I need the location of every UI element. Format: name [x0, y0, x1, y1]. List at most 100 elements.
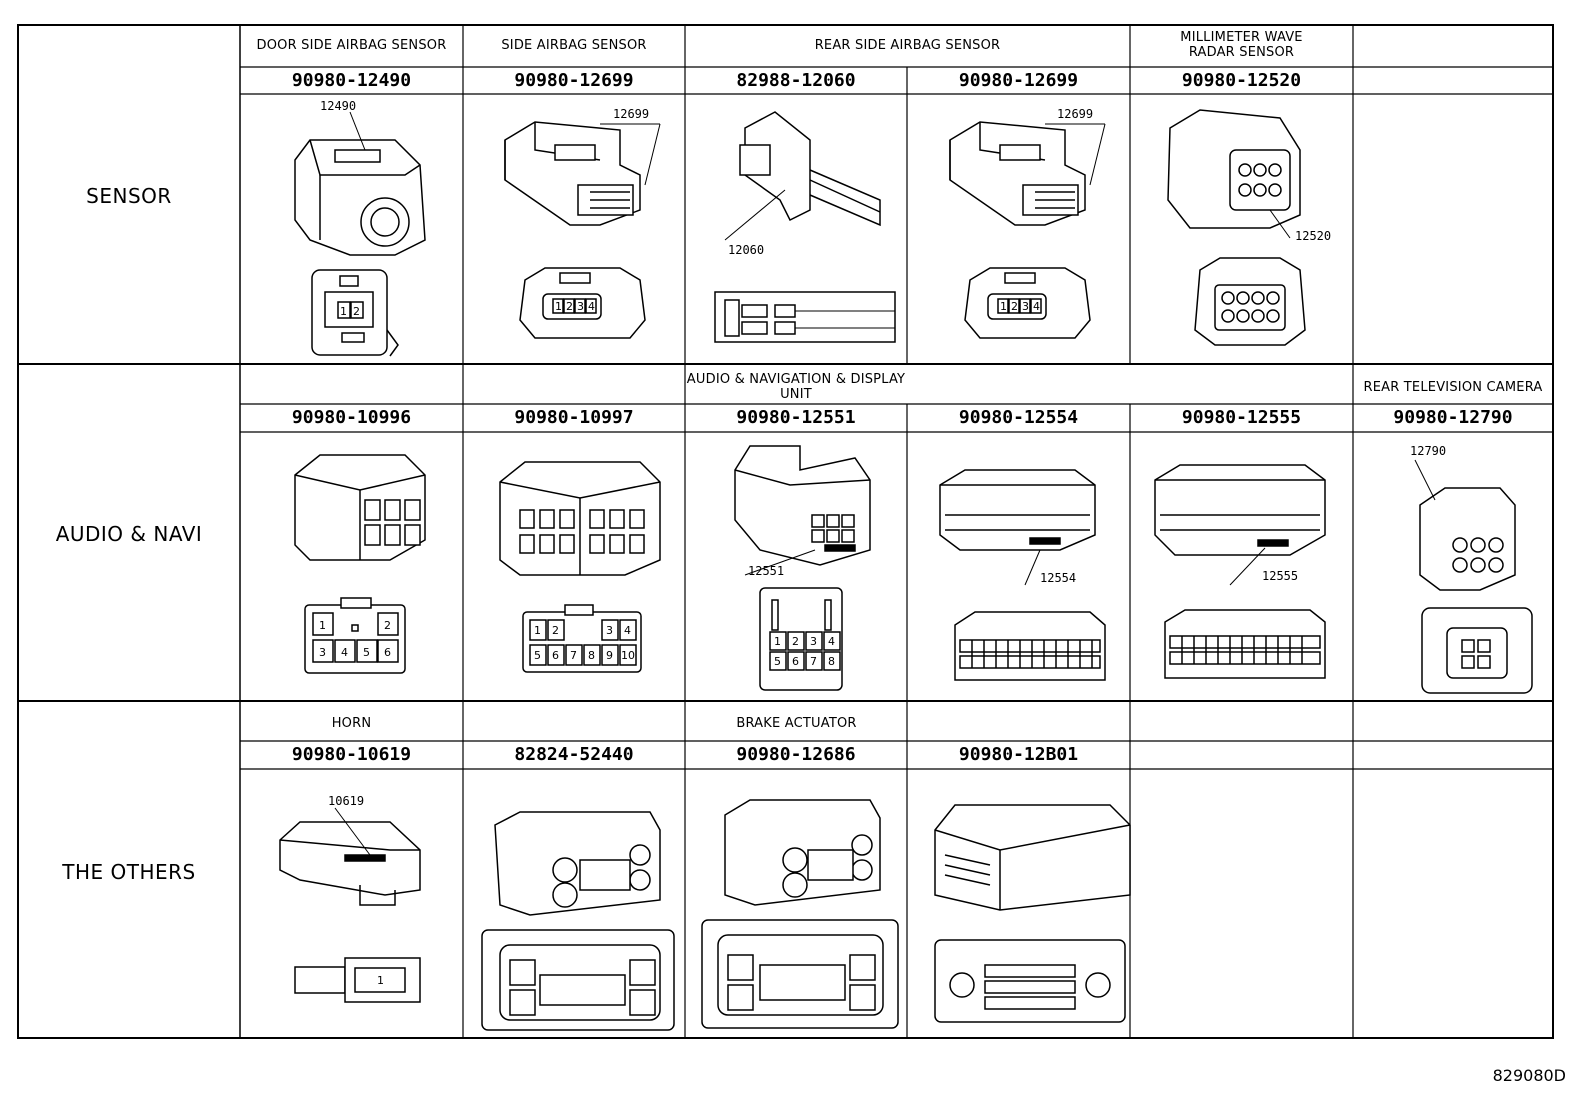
pin-12699a-3: 3 — [577, 300, 584, 313]
header-audio-navigation-display: AUDIO & NAVIGATION & DISPLAY UNIT — [686, 372, 906, 402]
connector-12B01-view — [934, 804, 1131, 911]
connector-12551-view — [734, 445, 871, 576]
connector-12699-view-a — [504, 121, 661, 226]
part-number-r3c4: 90980-12B01 — [958, 744, 1079, 765]
callout-12555: 12555 — [1262, 569, 1298, 583]
callout-12490: 12490 — [320, 99, 356, 113]
connector-10996-view — [294, 454, 426, 561]
connector-12790-view — [1414, 459, 1516, 591]
pin-10997-9: 9 — [606, 649, 613, 662]
pin-10997-1: 1 — [534, 624, 541, 637]
pin-10996-6: 6 — [384, 646, 391, 659]
part-number-r2c6: 90980-12790 — [1393, 407, 1513, 428]
pin-10997-4: 4 — [624, 624, 631, 637]
figure-id: 829080D — [1492, 1066, 1566, 1085]
pin-10997-2: 2 — [552, 624, 559, 637]
part-number-r2c5: 90980-12555 — [1181, 407, 1302, 428]
part-number-r1c1: 90980-12490 — [291, 70, 412, 91]
pin-10619-1: 1 — [377, 974, 384, 987]
callout-12520: 12520 — [1295, 229, 1331, 243]
pin-numbers: 1 2 1 2 3 4 1 2 3 4 1 2 3 4 5 6 1 2 3 4 … — [319, 300, 1040, 987]
pin-10997-3: 3 — [606, 624, 613, 637]
part-number-r3c1: 90980-10619 — [291, 744, 412, 765]
pin-12699a-2: 2 — [566, 300, 573, 313]
part-number-r1c4: 90980-12699 — [958, 70, 1079, 91]
callout-12554: 12554 — [1040, 571, 1076, 585]
callout-12790: 12790 — [1410, 444, 1446, 458]
pin-12551-8: 8 — [828, 655, 835, 668]
header-rear-side-airbag: REAR SIDE AIRBAG SENSOR — [814, 38, 1001, 53]
pin-12699b-4: 4 — [1033, 300, 1040, 313]
connector-10619-view — [279, 807, 421, 906]
group-label-sensor: SENSOR — [86, 184, 172, 208]
connector-12490-view — [294, 111, 426, 256]
pin-12551-5: 5 — [774, 655, 781, 668]
pin-10996-5: 5 — [363, 646, 370, 659]
pin-12699b-2: 2 — [1011, 300, 1018, 313]
callout-12699-b: 12699 — [1057, 107, 1093, 121]
pin-12551-7: 7 — [810, 655, 817, 668]
connector-10997-face — [522, 604, 642, 673]
connector-12060-schematic — [714, 291, 896, 343]
part-number-r2c4: 90980-12554 — [958, 407, 1079, 428]
connector-12686-face — [701, 919, 899, 1029]
connector-12699-face-a — [519, 267, 646, 339]
connector-12699-face-b — [964, 267, 1091, 339]
part-number-r2c2: 90980-10997 — [514, 407, 634, 428]
pin-12551-1: 1 — [774, 635, 781, 648]
callout-labels: 12490 12699 12060 12699 12520 12551 1255… — [320, 99, 1446, 808]
pin-10997-7: 7 — [570, 649, 577, 662]
pin-10996-3: 3 — [319, 646, 326, 659]
connector-12699-view-b — [949, 121, 1106, 226]
pin-12490-1: 1 — [340, 305, 347, 318]
connector-12555-face — [1164, 609, 1326, 679]
header-door-side-airbag: DOOR SIDE AIRBAG SENSOR — [256, 38, 447, 53]
pin-12699a-1: 1 — [555, 300, 562, 313]
connector-12520-face — [1194, 257, 1306, 346]
header-millimeter-wave-radar: MILLIMETER WAVE RADAR SENSOR — [1180, 30, 1303, 60]
connector-12551-face — [759, 587, 843, 691]
connector-10619-face — [294, 957, 421, 1003]
header-horn: HORN — [331, 716, 372, 731]
connector-12490-face — [311, 269, 399, 357]
pin-10997-5: 5 — [534, 649, 541, 662]
part-number-r1c2: 90980-12699 — [514, 70, 634, 91]
connector-12060-view — [724, 111, 881, 241]
pin-12699b-1: 1 — [1000, 300, 1007, 313]
pin-10996-2: 2 — [384, 619, 391, 632]
part-number-r3c3: 90980-12686 — [736, 744, 856, 765]
pin-12551-3: 3 — [810, 635, 817, 648]
callout-12060: 12060 — [728, 243, 764, 257]
pin-10997-8: 8 — [588, 649, 595, 662]
group-label-the-others: THE OTHERS — [62, 860, 196, 884]
pin-12551-2: 2 — [792, 635, 799, 648]
pin-12699b-3: 3 — [1022, 300, 1029, 313]
header-side-airbag: SIDE AIRBAG SENSOR — [501, 38, 647, 53]
part-number-r1c5: 90980-12520 — [1181, 70, 1302, 91]
part-number-r3c2: 82824-52440 — [514, 744, 634, 765]
pin-10996-4: 4 — [341, 646, 348, 659]
part-number-r2c1: 90980-10996 — [291, 407, 412, 428]
pin-10997-10: 10 — [621, 649, 635, 662]
pin-12551-6: 6 — [792, 655, 799, 668]
pin-10996-1: 1 — [319, 619, 326, 632]
table-border — [17, 24, 1554, 1039]
part-number-r2c3: 90980-12551 — [736, 407, 856, 428]
group-label-audio-navi: AUDIO & NAVI — [55, 522, 203, 546]
callout-12699-a: 12699 — [613, 107, 649, 121]
connector-12686-view — [724, 799, 881, 906]
pin-12699a-4: 4 — [588, 300, 595, 313]
connector-12790-face — [1421, 607, 1533, 694]
pin-12490-2: 2 — [353, 305, 360, 318]
pin-12551-4: 4 — [828, 635, 835, 648]
connector-12554-face — [954, 611, 1106, 681]
part-number-r1c3: 82988-12060 — [736, 70, 856, 91]
connector-12554-view — [939, 469, 1096, 586]
connector-12520-view — [1167, 109, 1301, 239]
header-rear-television-camera: REAR TELEVISION CAMERA — [1363, 380, 1543, 395]
pin-10997-6: 6 — [552, 649, 559, 662]
connector-12555-view — [1154, 464, 1326, 586]
connector-10996-face — [304, 597, 406, 674]
